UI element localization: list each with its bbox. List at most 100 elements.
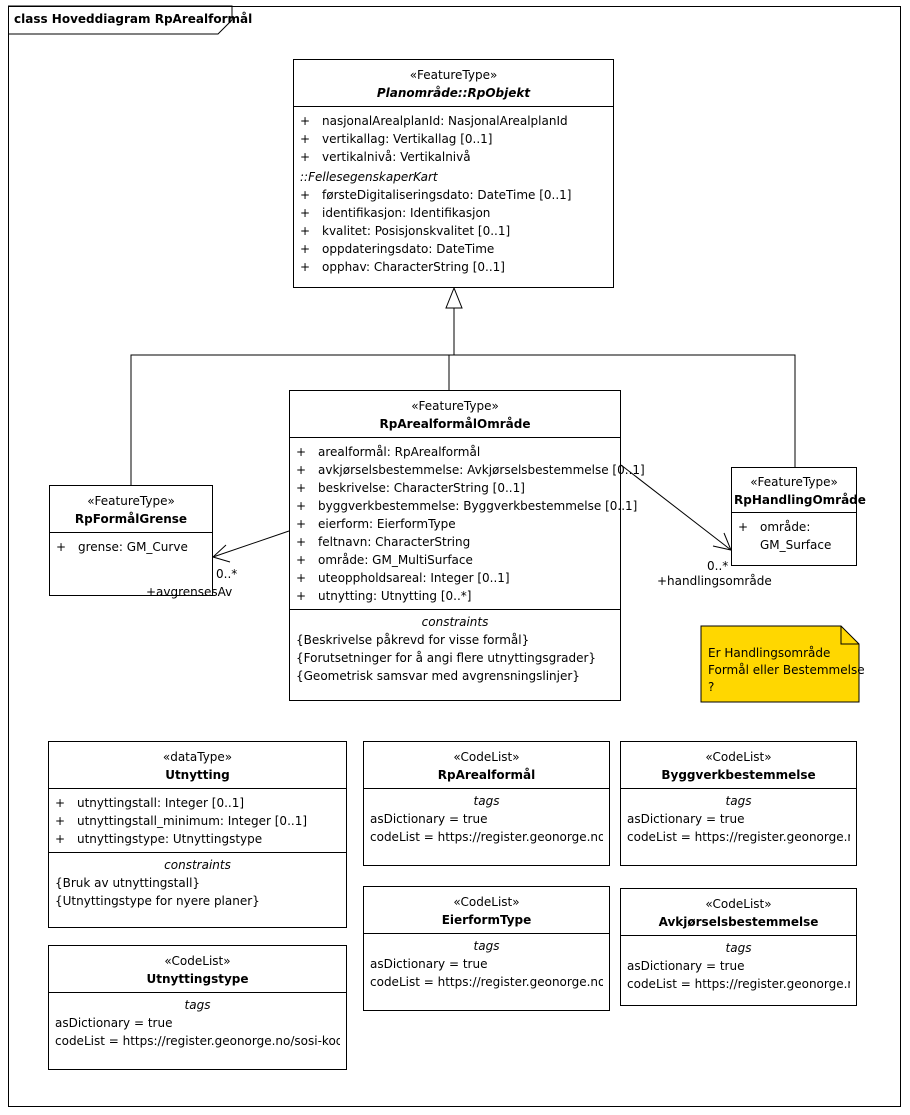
stereotype: «FeatureType» <box>87 494 175 508</box>
tags-title: tags <box>184 998 211 1012</box>
stereotype: «FeatureType» <box>409 68 498 82</box>
tag: asDictionary = true <box>627 959 745 973</box>
tag: codeList = https://register.geonorge.n..… <box>627 977 850 991</box>
class-rparealformal[interactable]: «CodeList» RpArealformål tags asDictiona… <box>363 741 610 866</box>
note-line: Formål eller Bestemmelse <box>708 663 865 677</box>
class-header: «FeatureType» RpHandlingOmråde <box>732 468 866 513</box>
class-rpformal-grense[interactable]: «FeatureType» RpFormålGrense +grense: GM… <box>49 485 213 596</box>
class-eierformtype[interactable]: «CodeList» EierformType tags asDictionar… <box>363 886 610 1011</box>
tags-section: tags asDictionary = true codeList = http… <box>49 993 346 1054</box>
constraint: {Bruk av utnyttingstall} <box>55 876 201 890</box>
class-name: Planområde::RpObjekt <box>376 86 531 100</box>
multiplicity-handling: 0..* <box>707 559 729 573</box>
attribute: GM_Surface <box>760 538 832 552</box>
class-name: Avkjørselsbestemmelse <box>658 915 819 929</box>
generalization-arrowhead <box>445 286 463 309</box>
class-rphandling-omrade[interactable]: «FeatureType» RpHandlingOmråde +område: … <box>731 467 866 566</box>
tags-section: tags asDictionary = true codeList = http… <box>364 934 609 995</box>
constraint: {Beskrivelse påkrevd for visse formål} <box>296 633 530 647</box>
class-header: «dataType» Utnytting <box>49 742 346 789</box>
class-name: Byggverkbestemmelse <box>661 768 816 782</box>
tags-title: tags <box>473 794 500 808</box>
stereotype: «CodeList» <box>164 954 231 968</box>
attributes-section: +område: GM_Surface <box>732 513 856 558</box>
attribute: +nasjonalArealplanId: NasjonalArealplanI… <box>300 114 568 128</box>
tags-title: tags <box>725 941 752 955</box>
class-name: EierformType <box>441 913 532 927</box>
constraints-title: constraints <box>164 858 231 872</box>
attribute: +område: <box>738 520 811 534</box>
attribute: +utnyttingstall_minimum: Integer [0..1] <box>55 814 308 828</box>
association-line-grense <box>212 530 290 558</box>
stereotype: «dataType» <box>162 750 233 764</box>
tags-title: tags <box>725 794 752 808</box>
title-tab <box>8 5 233 35</box>
multiplicity-grense: 0..* <box>216 567 238 581</box>
constraint: {Forutsetninger for å angi flere utnytti… <box>296 651 597 665</box>
class-header: «FeatureType» RpFormålGrense <box>50 486 212 533</box>
class-byggverkbestemmelse[interactable]: «CodeList» Byggverkbestemmelse tags asDi… <box>620 741 857 866</box>
tags-title: tags <box>473 939 500 953</box>
stereotype: «CodeList» <box>705 750 772 764</box>
attribute: +utnytting: Utnytting [0..*] <box>296 589 472 603</box>
attribute: +oppdateringsdato: DateTime <box>300 242 495 256</box>
attribute: +feltnavn: CharacterString <box>296 535 471 549</box>
class-header: «CodeList» RpArealformål <box>364 742 609 789</box>
attributes-section: +utnyttingstall: Integer [0..1] +utnytti… <box>49 789 346 852</box>
tag: asDictionary = true <box>627 812 745 826</box>
class-header: «FeatureType» RpArealformålOmråde <box>290 391 620 438</box>
tags-section: tags asDictionary = true codeList = http… <box>364 789 609 850</box>
attribute: +identifikasjon: Identifikasjon <box>300 206 491 220</box>
attribute: +område: GM_MultiSurface <box>296 553 473 567</box>
association-line-handling <box>620 464 732 551</box>
class-rpobjekt[interactable]: «FeatureType» Planområde::RpObjekt +nasj… <box>293 59 614 288</box>
attribute: +eierform: EierformType <box>296 517 456 531</box>
generalization-line-grense <box>130 354 796 485</box>
constraint: {Geometrisk samsvar med avgrensningslinj… <box>296 669 580 683</box>
note-shape <box>700 625 860 703</box>
note-line: ? <box>708 680 715 694</box>
tag: codeList = https://register.geonorge.n..… <box>627 830 850 844</box>
attribute: +uteoppholdsareal: Integer [0..1] <box>296 571 510 585</box>
class-rparealformal-omrade[interactable]: «FeatureType» RpArealformålOmråde +areal… <box>289 390 645 701</box>
class-name: RpArealformål <box>437 768 536 782</box>
class-header: «FeatureType» Planområde::RpObjekt <box>294 60 613 107</box>
tags-section: tags asDictionary = true codeList = http… <box>621 936 856 997</box>
diagram-frame <box>8 6 901 1107</box>
class-name: RpArealformålOmråde <box>379 417 531 431</box>
stereotype: «FeatureType» <box>411 399 499 413</box>
attribute: +arealformål: RpArealformål <box>296 445 481 459</box>
class-header: «CodeList» Utnyttingstype <box>49 946 346 993</box>
class-utnyttingstype[interactable]: «CodeList» Utnyttingstype tags asDiction… <box>48 945 347 1070</box>
attribute: +grense: GM_Curve <box>56 540 188 554</box>
tag: asDictionary = true <box>55 1016 173 1030</box>
attribute: +vertikallag: Vertikallag [0..1] <box>300 132 493 146</box>
class-name: Utnyttingstype <box>146 972 249 986</box>
class-utnytting[interactable]: «dataType» Utnytting +utnyttingstall: In… <box>48 741 347 928</box>
attribute: +førsteDigitaliseringsdato: DateTime [0.… <box>300 188 572 202</box>
stereotype: «CodeList» <box>453 750 520 764</box>
attribute: +avkjørselsbestemmelse: Avkjørselsbestem… <box>296 463 645 477</box>
class-name: RpHandlingOmråde <box>734 493 866 507</box>
inherited-title: ::FellesegenskaperKart <box>300 170 438 184</box>
tag: codeList = https://register.geonorge.no/… <box>55 1034 340 1048</box>
attribute: +byggverkbestemmelse: Byggverkbestemmels… <box>296 499 638 513</box>
attribute: +beskrivelse: CharacterString [0..1] <box>296 481 525 495</box>
tags-section: tags asDictionary = true codeList = http… <box>621 789 856 850</box>
class-avkjorselsbestemmelse[interactable]: «CodeList» Avkjørselsbestemmelse tags as… <box>620 888 857 1006</box>
attributes-section: +nasjonalArealplanId: NasjonalArealplanI… <box>294 107 613 280</box>
role-grense: +avgrensesAv <box>146 585 233 599</box>
constraints-title: constraints <box>421 615 489 629</box>
attribute: +vertikalnivå: Vertikalnivå <box>300 150 471 164</box>
tag: asDictionary = true <box>370 957 488 971</box>
constraint: {Utnyttingstype for nyere planer} <box>55 894 260 908</box>
class-header: «CodeList» Byggverkbestemmelse <box>621 742 856 789</box>
attribute: +opphav: CharacterString [0..1] <box>300 260 505 274</box>
tag: codeList = https://register.geonorge.no.… <box>370 830 603 844</box>
attribute: +utnyttingstall: Integer [0..1] <box>55 796 245 810</box>
attributes-section: +grense: GM_Curve <box>50 533 212 560</box>
note-text: Er Handlingsområde Formål eller Bestemme… <box>708 645 865 696</box>
class-header: «CodeList» EierformType <box>364 887 609 934</box>
note-fold <box>840 626 859 645</box>
